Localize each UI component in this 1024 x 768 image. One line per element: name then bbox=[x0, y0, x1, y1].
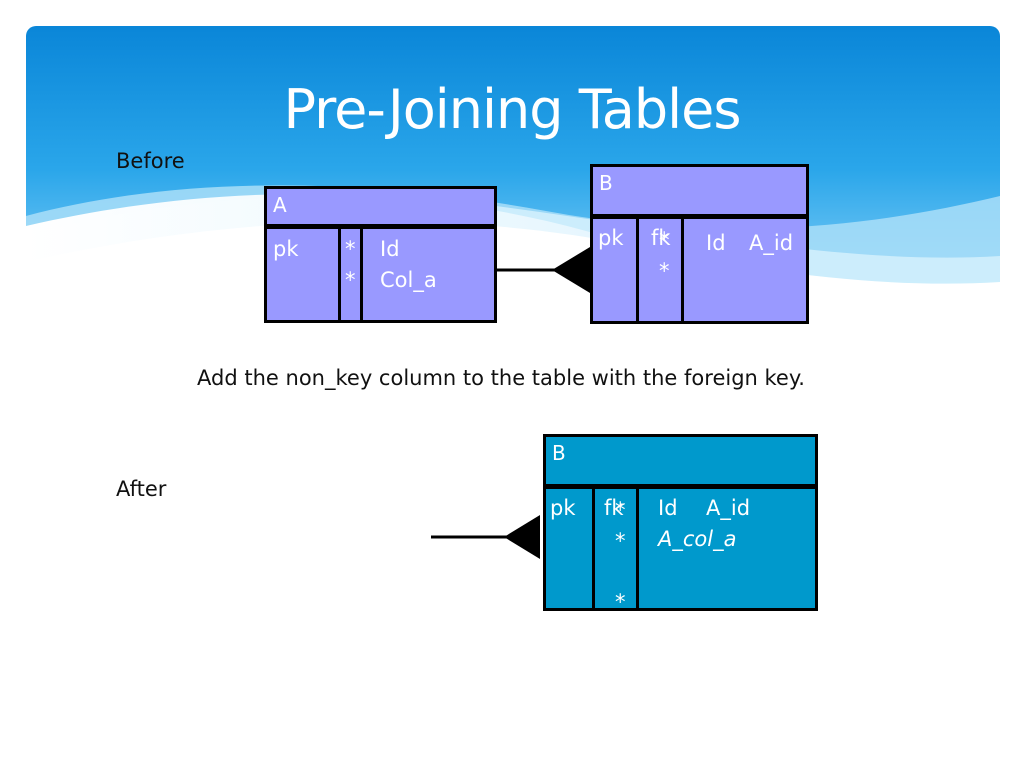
table-b-before: B pk fk * * Id A_id bbox=[590, 164, 809, 324]
table-b-divider-2 bbox=[681, 219, 684, 321]
table-b-after-divider-1 bbox=[592, 489, 595, 608]
table-b-after-header: B bbox=[546, 437, 815, 489]
table-b-col-aid: A_id bbox=[749, 231, 794, 255]
relationship-connector-before bbox=[497, 247, 590, 293]
table-a-before: A pk * * Id Col_a bbox=[264, 186, 497, 323]
table-b-after-col-added: A_col_a bbox=[658, 527, 737, 551]
table-b-after-name: B bbox=[552, 441, 566, 465]
relationship-connector-after bbox=[431, 515, 540, 559]
table-b-after-mark-3: * bbox=[615, 590, 626, 614]
table-b-col-id: Id bbox=[706, 231, 726, 255]
slide-title: Pre-Joining Tables bbox=[283, 78, 742, 141]
table-b-name: B bbox=[599, 171, 613, 195]
table-a-divider-1 bbox=[338, 229, 341, 320]
table-b-after-mark-2: * bbox=[615, 529, 626, 553]
table-b-divider-1 bbox=[636, 219, 639, 321]
table-b-after-fk-label: fk bbox=[604, 496, 624, 520]
table-a-divider-2 bbox=[360, 229, 363, 320]
table-b-after: B pk fk * * * Id A_id A_col_a bbox=[543, 434, 818, 614]
table-b-after-mark-1: * bbox=[615, 498, 626, 522]
after-label: After bbox=[116, 477, 167, 501]
table-a-mark-1: * bbox=[345, 237, 356, 261]
table-b-mark-1: * bbox=[659, 228, 670, 252]
table-a-col-cola: Col_a bbox=[380, 268, 437, 292]
table-b-after-pk-label: pk bbox=[550, 496, 576, 520]
table-b-after-col-aid: A_id bbox=[706, 496, 751, 520]
instruction-caption: Add the non_key column to the table with… bbox=[197, 366, 805, 390]
table-b-after-divider-2 bbox=[636, 489, 639, 608]
table-b-fk-label: fk bbox=[651, 226, 671, 250]
table-b-pk-label: pk bbox=[598, 226, 624, 250]
table-b-header: B bbox=[593, 167, 806, 219]
table-b-mark-2: * bbox=[659, 259, 670, 283]
before-label: Before bbox=[116, 149, 185, 173]
table-a-pk-label: pk bbox=[273, 237, 299, 261]
table-b-after-col-id: Id bbox=[658, 496, 678, 520]
table-a-col-id: Id bbox=[380, 237, 400, 261]
table-a-mark-2: * bbox=[345, 268, 356, 292]
table-a-name: A bbox=[273, 193, 287, 217]
table-a-header: A bbox=[267, 189, 494, 229]
